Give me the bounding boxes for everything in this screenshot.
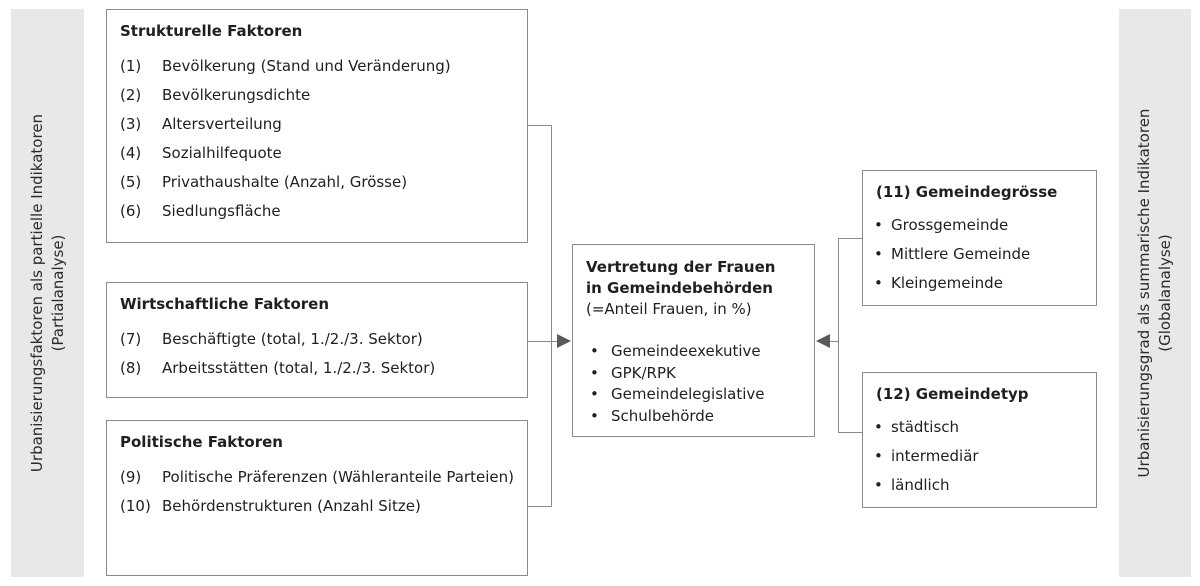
item-text: Privathaushalte (Anzahl, Grösse) bbox=[162, 173, 408, 191]
connector-size-stub bbox=[839, 238, 862, 239]
left-banner: Urbanisierungsfaktoren als partielle Ind… bbox=[11, 9, 84, 577]
item-text: Sozialhilfequote bbox=[162, 144, 282, 162]
list-item: • Grossgemeinde bbox=[874, 214, 1086, 237]
political-factors-list: (9) Politische Präferenzen (Wähleranteil… bbox=[107, 453, 527, 518]
list-item: • ländlich bbox=[874, 474, 1086, 497]
item-number: (9) bbox=[120, 468, 142, 486]
item-text: Beschäftigte (total, 1./2./3. Sektor) bbox=[162, 330, 423, 348]
list-item: (3) Altersverteilung bbox=[120, 113, 514, 136]
bullet-icon: • bbox=[874, 418, 883, 436]
outcome-box-inner: Vertretung der Frauen in Gemeindebehörde… bbox=[573, 245, 814, 427]
list-item: (5) Privathaushalte (Anzahl, Grösse) bbox=[120, 171, 514, 194]
outcome-subtitle: (=Anteil Frauen, in %) bbox=[586, 300, 752, 318]
outcome-title-line2: in Gemeindebehörden bbox=[586, 279, 773, 297]
list-item: (9) Politische Präferenzen (Wähleranteil… bbox=[120, 466, 514, 489]
item-text: Kleingemeinde bbox=[891, 274, 1003, 292]
bullet-icon: • bbox=[874, 447, 883, 465]
connector-structural-stub bbox=[528, 125, 551, 126]
outcome-bullet-list: • Gemeindeexekutive • GPK/RPK • Gemeinde… bbox=[586, 341, 804, 427]
list-item: (1) Bevölkerung (Stand und Veränderung) bbox=[120, 55, 514, 78]
right-banner: Urbanisierungsgrad als summarische Indik… bbox=[1119, 9, 1191, 577]
list-item: • Mittlere Gemeinde bbox=[874, 243, 1086, 266]
list-item: (2) Bevölkerungsdichte bbox=[120, 84, 514, 107]
outcome-title-line1: Vertretung der Frauen bbox=[586, 258, 776, 276]
municipality-size-title: (11) Gemeindegrösse bbox=[876, 183, 1058, 201]
bullet-icon: • bbox=[874, 245, 883, 263]
item-text: Behördenstrukturen (Anzahl Sitze) bbox=[162, 497, 421, 515]
item-number: (8) bbox=[120, 359, 142, 377]
item-text: Siedlungsfläche bbox=[162, 202, 281, 220]
economic-factors-list: (7) Beschäftigte (total, 1./2./3. Sektor… bbox=[107, 315, 527, 380]
item-text: Mittlere Gemeinde bbox=[891, 245, 1031, 263]
economic-factors-box: Wirtschaftliche Faktoren (7) Beschäftigt… bbox=[106, 282, 528, 398]
bullet-icon: • bbox=[874, 274, 883, 292]
item-text: intermediär bbox=[891, 447, 979, 465]
political-factors-box: Politische Faktoren (9) Politische Präfe… bbox=[106, 420, 528, 576]
item-number: (10) bbox=[120, 497, 151, 515]
item-number: (7) bbox=[120, 330, 142, 348]
item-text: ländlich bbox=[891, 476, 950, 494]
item-text: Bevölkerungsdichte bbox=[162, 86, 311, 104]
right-arrowhead-icon bbox=[816, 334, 830, 348]
connector-left-bus bbox=[551, 125, 552, 507]
outcome-box: Vertretung der Frauen in Gemeindebehörde… bbox=[572, 244, 815, 437]
bullet-icon: • bbox=[874, 476, 883, 494]
right-banner-subtitle: (Globalanalyse) bbox=[1156, 234, 1174, 352]
bullet-icon: • bbox=[590, 385, 599, 403]
list-item: • intermediär bbox=[874, 445, 1086, 468]
item-number: (1) bbox=[120, 57, 142, 75]
right-banner-text: Urbanisierungsgrad als summarische Indik… bbox=[1134, 109, 1176, 478]
structural-factors-box: Strukturelle Faktoren (1) Bevölkerung (S… bbox=[106, 9, 528, 243]
right-banner-title: Urbanisierungsgrad als summarische Indik… bbox=[1135, 108, 1153, 478]
list-item: (7) Beschäftigte (total, 1./2./3. Sektor… bbox=[120, 328, 514, 351]
list-item: • GPK/RPK bbox=[586, 363, 804, 385]
municipality-size-box: (11) Gemeindegrösse • Grossgemeinde • Mi… bbox=[862, 170, 1097, 306]
list-item: (8) Arbeitsstätten (total, 1./2./3. Sekt… bbox=[120, 357, 514, 380]
list-item: (4) Sozialhilfequote bbox=[120, 142, 514, 165]
connector-left-arrow-line bbox=[528, 341, 558, 342]
bullet-icon: • bbox=[590, 406, 599, 425]
economic-factors-title: Wirtschaftliche Faktoren bbox=[120, 295, 330, 313]
item-number: (6) bbox=[120, 202, 142, 220]
list-item: (6) Siedlungsfläche bbox=[120, 200, 514, 223]
political-factors-title: Politische Faktoren bbox=[120, 433, 283, 451]
structural-factors-title: Strukturelle Faktoren bbox=[120, 22, 303, 40]
list-item: • Kleingemeinde bbox=[874, 272, 1086, 295]
item-text: Bevölkerung (Stand und Veränderung) bbox=[162, 57, 451, 75]
item-text: Grossgemeinde bbox=[891, 216, 1009, 234]
list-item: • Schulbehörde bbox=[586, 406, 804, 428]
municipality-type-list: • städtisch • intermediär • ländlich bbox=[863, 405, 1096, 497]
list-item: • städtisch bbox=[874, 416, 1086, 439]
item-number: (5) bbox=[120, 173, 142, 191]
left-banner-title: Urbanisierungsfaktoren als partielle Ind… bbox=[27, 113, 46, 473]
item-number: (3) bbox=[120, 115, 142, 133]
list-item: • Gemeindelegislative bbox=[586, 384, 804, 406]
item-text: Arbeitsstätten (total, 1./2./3. Sektor) bbox=[162, 359, 436, 377]
item-number: (4) bbox=[120, 144, 142, 162]
item-text: städtisch bbox=[891, 418, 960, 436]
bullet-icon: • bbox=[874, 216, 883, 234]
municipality-type-box: (12) Gemeindetyp • städtisch • intermedi… bbox=[862, 372, 1097, 508]
item-number: (2) bbox=[120, 86, 142, 104]
item-text: GPK/RPK bbox=[611, 363, 676, 382]
item-text: Schulbehörde bbox=[611, 406, 715, 425]
left-banner-text: Urbanisierungsfaktoren als partielle Ind… bbox=[27, 114, 69, 472]
item-text: Gemeindelegislative bbox=[611, 385, 765, 403]
bullet-icon: • bbox=[590, 342, 599, 360]
connector-right-bus bbox=[838, 238, 839, 433]
connector-right-arrow-line bbox=[830, 341, 838, 342]
list-item: (10) Behördenstrukturen (Anzahl Sitze) bbox=[120, 495, 514, 518]
item-text: Politische Präferenzen (Wähleranteile Pa… bbox=[162, 468, 514, 486]
municipality-type-title: (12) Gemeindetyp bbox=[876, 385, 1029, 403]
connector-political-stub bbox=[528, 506, 551, 507]
bullet-icon: • bbox=[590, 363, 599, 382]
municipality-size-list: • Grossgemeinde • Mittlere Gemeinde • Kl… bbox=[863, 203, 1096, 295]
item-text: Altersverteilung bbox=[162, 115, 282, 133]
structural-factors-list: (1) Bevölkerung (Stand und Veränderung) … bbox=[107, 42, 527, 223]
list-item: • Gemeindeexekutive bbox=[586, 341, 804, 363]
connector-type-stub bbox=[839, 432, 862, 433]
item-text: Gemeindeexekutive bbox=[611, 342, 761, 360]
left-arrowhead-icon bbox=[557, 334, 571, 348]
left-banner-subtitle: (Partialanalyse) bbox=[48, 234, 67, 352]
